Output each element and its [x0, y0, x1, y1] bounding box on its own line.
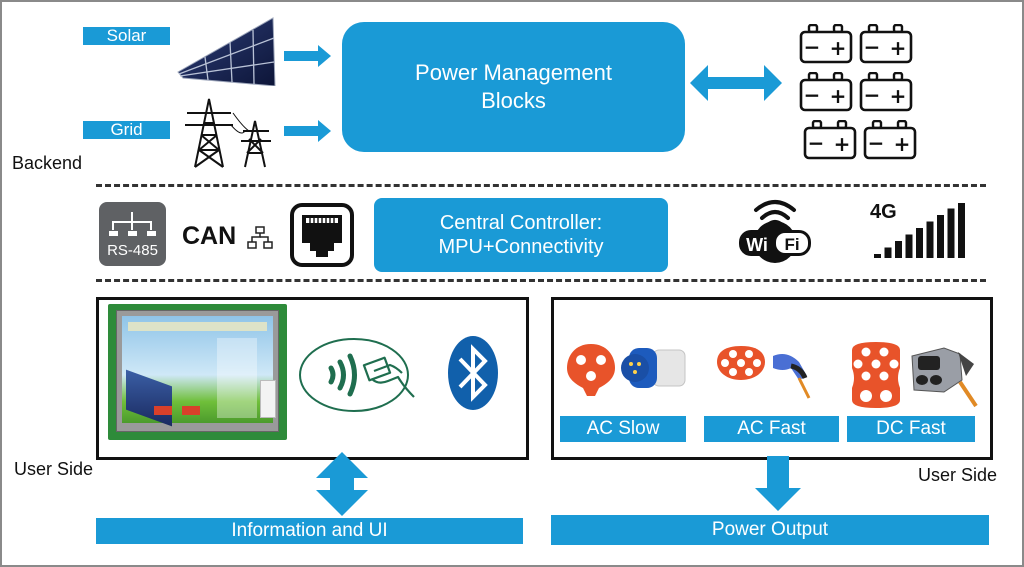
signal-bar — [958, 203, 965, 258]
power-management-line2: Blocks — [481, 88, 546, 113]
power-output-bar: Power Output — [551, 515, 989, 545]
touch-display-icon — [108, 304, 287, 440]
battery-minus-symbol: − — [808, 131, 825, 155]
rs485-network-icon — [109, 212, 156, 236]
battery-icon: −+ — [799, 72, 853, 112]
central-controller-line2: MPU+Connectivity — [438, 236, 604, 258]
battery-icon: −+ — [799, 24, 853, 64]
solar-to-power-arrow-icon — [284, 45, 332, 67]
grid-to-power-arrow-icon — [284, 120, 332, 142]
information-and-ui-bar: Information and UI — [96, 518, 523, 544]
battery-icon: −+ — [803, 120, 857, 160]
power-down-arrow-icon — [754, 456, 802, 512]
charger-dc-fast-label: DC Fast — [847, 416, 975, 442]
wifi-fi-text: Fi — [784, 235, 799, 254]
can-network-icon — [246, 226, 274, 250]
backend-section-label: Backend — [12, 153, 83, 173]
battery-icon: −+ — [859, 72, 913, 112]
4g-label: 4G — [870, 201, 897, 223]
power-management-block: Power Management Blocks — [342, 22, 685, 152]
battery-plus-symbol: + — [890, 84, 907, 108]
solar-label: Solar — [83, 26, 170, 45]
battery-plus-symbol: + — [890, 36, 907, 60]
signal-bar — [947, 208, 955, 258]
ac-fast-connector-icon — [715, 342, 815, 402]
bottom-divider — [96, 279, 986, 282]
battery-icon: −+ — [863, 120, 917, 160]
user-side-left-label: User Side — [14, 459, 94, 479]
signal-bar — [905, 234, 913, 258]
signal-bar — [937, 215, 944, 258]
top-divider — [96, 184, 986, 187]
central-controller-line1: Central Controller: — [439, 212, 603, 234]
battery-bank: −+−+−+−+−+−+ — [798, 24, 918, 164]
battery-plus-symbol: + — [830, 84, 847, 108]
nfc-icon — [298, 337, 422, 413]
battery-icon: −+ — [859, 24, 913, 64]
battery-plus-symbol: + — [830, 36, 847, 60]
solar-panel-icon — [175, 14, 280, 86]
wifi-wi-text: Wi — [746, 235, 768, 255]
signal-bar — [874, 254, 881, 258]
battery-minus-symbol: − — [804, 35, 821, 59]
charger-ac-slow-label: AC Slow — [560, 416, 686, 442]
bluetooth-icon — [447, 335, 499, 411]
can-label: CAN — [182, 222, 237, 250]
signal-bar — [895, 241, 902, 258]
dc-fast-connector-icon — [848, 340, 978, 412]
signal-bar — [926, 221, 934, 258]
user-side-right-label: User Side — [918, 465, 998, 485]
transmission-tower-icon — [183, 95, 278, 170]
battery-minus-symbol: − — [804, 83, 821, 107]
wifi-icon: Wi Fi — [736, 192, 814, 264]
rs485-badge: RS-485 — [99, 202, 166, 266]
ethernet-port-icon — [290, 203, 354, 267]
battery-minus-symbol: − — [864, 35, 881, 59]
battery-plus-symbol: + — [894, 132, 911, 156]
cellular-signal-icon — [870, 203, 970, 261]
ui-bidirectional-arrow-icon — [316, 452, 368, 518]
power-management-line1: Power Management — [415, 60, 612, 85]
battery-minus-symbol: − — [864, 83, 881, 107]
signal-bar — [884, 247, 892, 258]
grid-label: Grid — [83, 120, 170, 139]
signal-bar — [916, 228, 923, 258]
charger-ac-fast-label: AC Fast — [704, 416, 839, 442]
battery-plus-symbol: + — [834, 132, 851, 156]
ac-slow-connector-icon — [565, 342, 687, 398]
bidirectional-arrow-icon — [690, 65, 782, 101]
rs485-label: RS-485 — [107, 242, 158, 259]
central-controller-block: Central Controller: MPU+Connectivity — [374, 198, 668, 272]
battery-minus-symbol: − — [868, 131, 885, 155]
